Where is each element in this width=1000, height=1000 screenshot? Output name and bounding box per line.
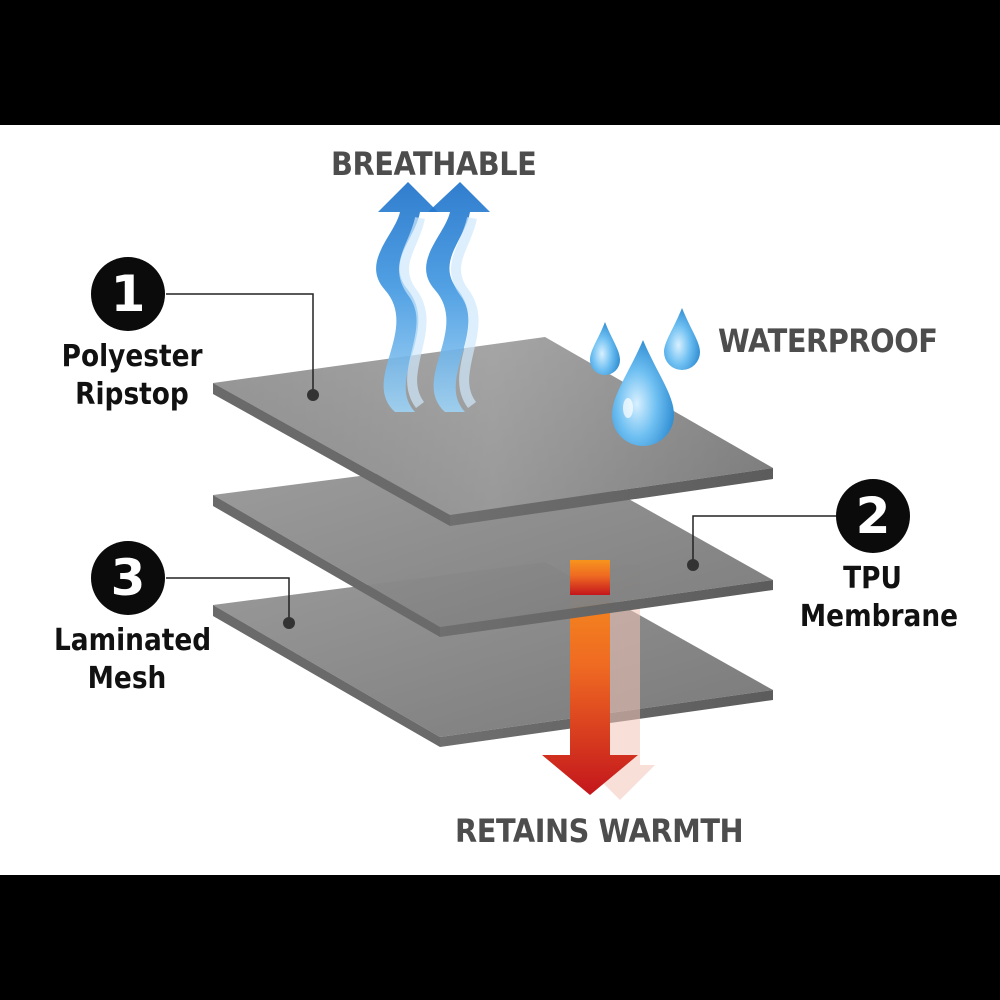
leader-dot-1	[307, 389, 319, 401]
layer-3-label-line1: Laminated	[53, 623, 212, 658]
layer-3-label: Laminated Mesh	[53, 622, 212, 697]
layer-2-label: TPU Membrane	[799, 560, 959, 635]
layers-illustration	[166, 182, 836, 800]
layer-2-sheet	[213, 452, 773, 637]
leader-lines	[166, 293, 836, 623]
layer-2-label-line1: TPU	[843, 561, 902, 596]
breathable-arrows	[376, 182, 490, 412]
diagram-canvas	[0, 125, 1000, 875]
layer-2-number-badge: 2	[836, 479, 910, 553]
water-drops	[590, 308, 700, 446]
leader-dot-2	[687, 559, 699, 571]
layer-1-label-line1: Polyester	[61, 339, 203, 374]
retains-warmth-arrow	[542, 560, 655, 800]
layer-3-label-line2: Mesh	[87, 660, 167, 696]
breathable-label: BREATHABLE	[331, 145, 537, 183]
retains-warmth-label: RETAINS WARMTH	[455, 812, 744, 850]
layer-1-label-line2: Ripstop	[75, 376, 189, 412]
layer-2-label-line2: Membrane	[799, 598, 959, 634]
bottom-letterbox-band	[0, 875, 1000, 1000]
warmth-arrow-stem	[570, 560, 610, 595]
layer-1-number-badge: 1	[91, 257, 165, 331]
leader-dot-3	[283, 617, 295, 629]
top-letterbox-band	[0, 0, 1000, 125]
layer-1-label: Polyester Ripstop	[62, 338, 203, 413]
layer-3-number-badge: 3	[91, 541, 165, 615]
waterproof-label: WATERPROOF	[718, 322, 938, 360]
layer-1-sheet	[213, 337, 773, 526]
